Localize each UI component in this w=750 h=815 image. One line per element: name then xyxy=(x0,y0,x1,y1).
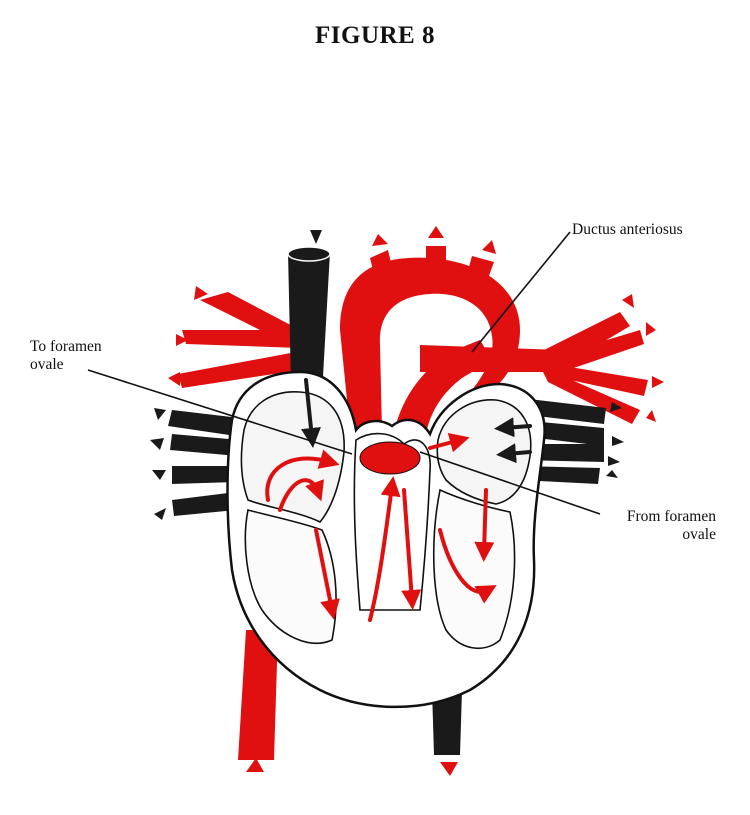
arch-branches xyxy=(370,246,494,284)
leader-lines xyxy=(87,231,601,515)
left-ventricle xyxy=(432,488,516,649)
descending-aorta xyxy=(238,630,278,760)
flow-arrows xyxy=(265,432,497,622)
left-pulmonary-veins xyxy=(168,410,240,516)
right-atrium xyxy=(240,391,345,523)
inferior-vessel xyxy=(432,690,462,755)
label-to-foramen-line1: To foramen xyxy=(30,338,102,355)
label-to-foramen-line2: ovale xyxy=(30,356,64,373)
aortic-arch xyxy=(340,257,520,430)
right-ventricle xyxy=(244,509,337,645)
dark-flow-arrows xyxy=(301,378,532,464)
label-ductus-anteriosus: Ductus anteriosus xyxy=(572,221,683,238)
figure-title: FIGURE 8 xyxy=(315,22,435,49)
label-to-foramen-ovale: To foramen ovale xyxy=(30,338,150,374)
label-from-foramen-ovale: From foramen ovale xyxy=(596,508,716,544)
outer-arrows-dark xyxy=(150,230,624,520)
label-from-foramen-line2: ovale xyxy=(682,526,716,543)
valve-blood xyxy=(359,441,421,475)
label-from-foramen-line1: From foramen xyxy=(626,508,716,525)
left-pulmonary-branches xyxy=(178,292,300,388)
outer-arrows-red xyxy=(168,226,664,776)
